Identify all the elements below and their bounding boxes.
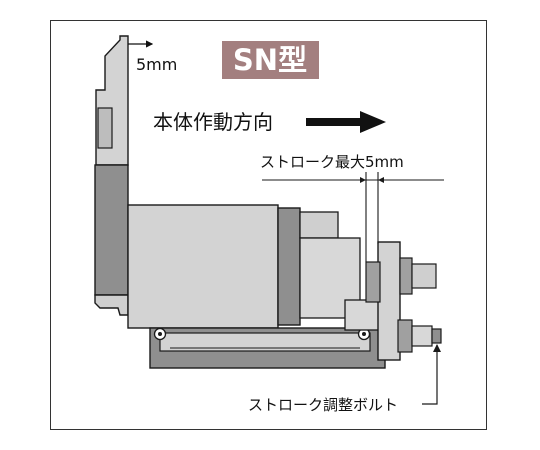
- adjust-bolt-tip: [431, 328, 442, 344]
- direction-arrow: [306, 111, 386, 133]
- adjust-bolt-nut: [397, 319, 413, 353]
- left-plate-body: [94, 164, 129, 296]
- stopper-front-block: [344, 299, 381, 331]
- left-plate-slot: [97, 107, 113, 149]
- stroke-label: ストローク最大5mm: [260, 153, 404, 171]
- stopper-plate: [377, 241, 401, 361]
- stopper-side-block: [365, 261, 381, 303]
- base-rail-slot: [159, 332, 371, 352]
- cylinder-flange: [277, 207, 301, 326]
- bolt-leader-line: [422, 345, 438, 405]
- stopper-upper-collar: [399, 257, 413, 295]
- direction-label: 本体作動方向: [153, 110, 273, 134]
- diagram-frame: [50, 20, 487, 430]
- cylinder-rod-upper: [299, 211, 339, 239]
- adjust-bolt-shank: [411, 325, 433, 347]
- type-badge-label: SN型: [233, 43, 307, 77]
- stopper-upper-rod: [411, 263, 437, 289]
- left-plate-foot: [94, 294, 129, 316]
- bolt-label: ストローク調整ボルト: [248, 396, 398, 414]
- cylinder-body: [127, 204, 279, 329]
- offset-label: 5mm: [136, 55, 177, 74]
- type-badge-bg: [222, 41, 319, 79]
